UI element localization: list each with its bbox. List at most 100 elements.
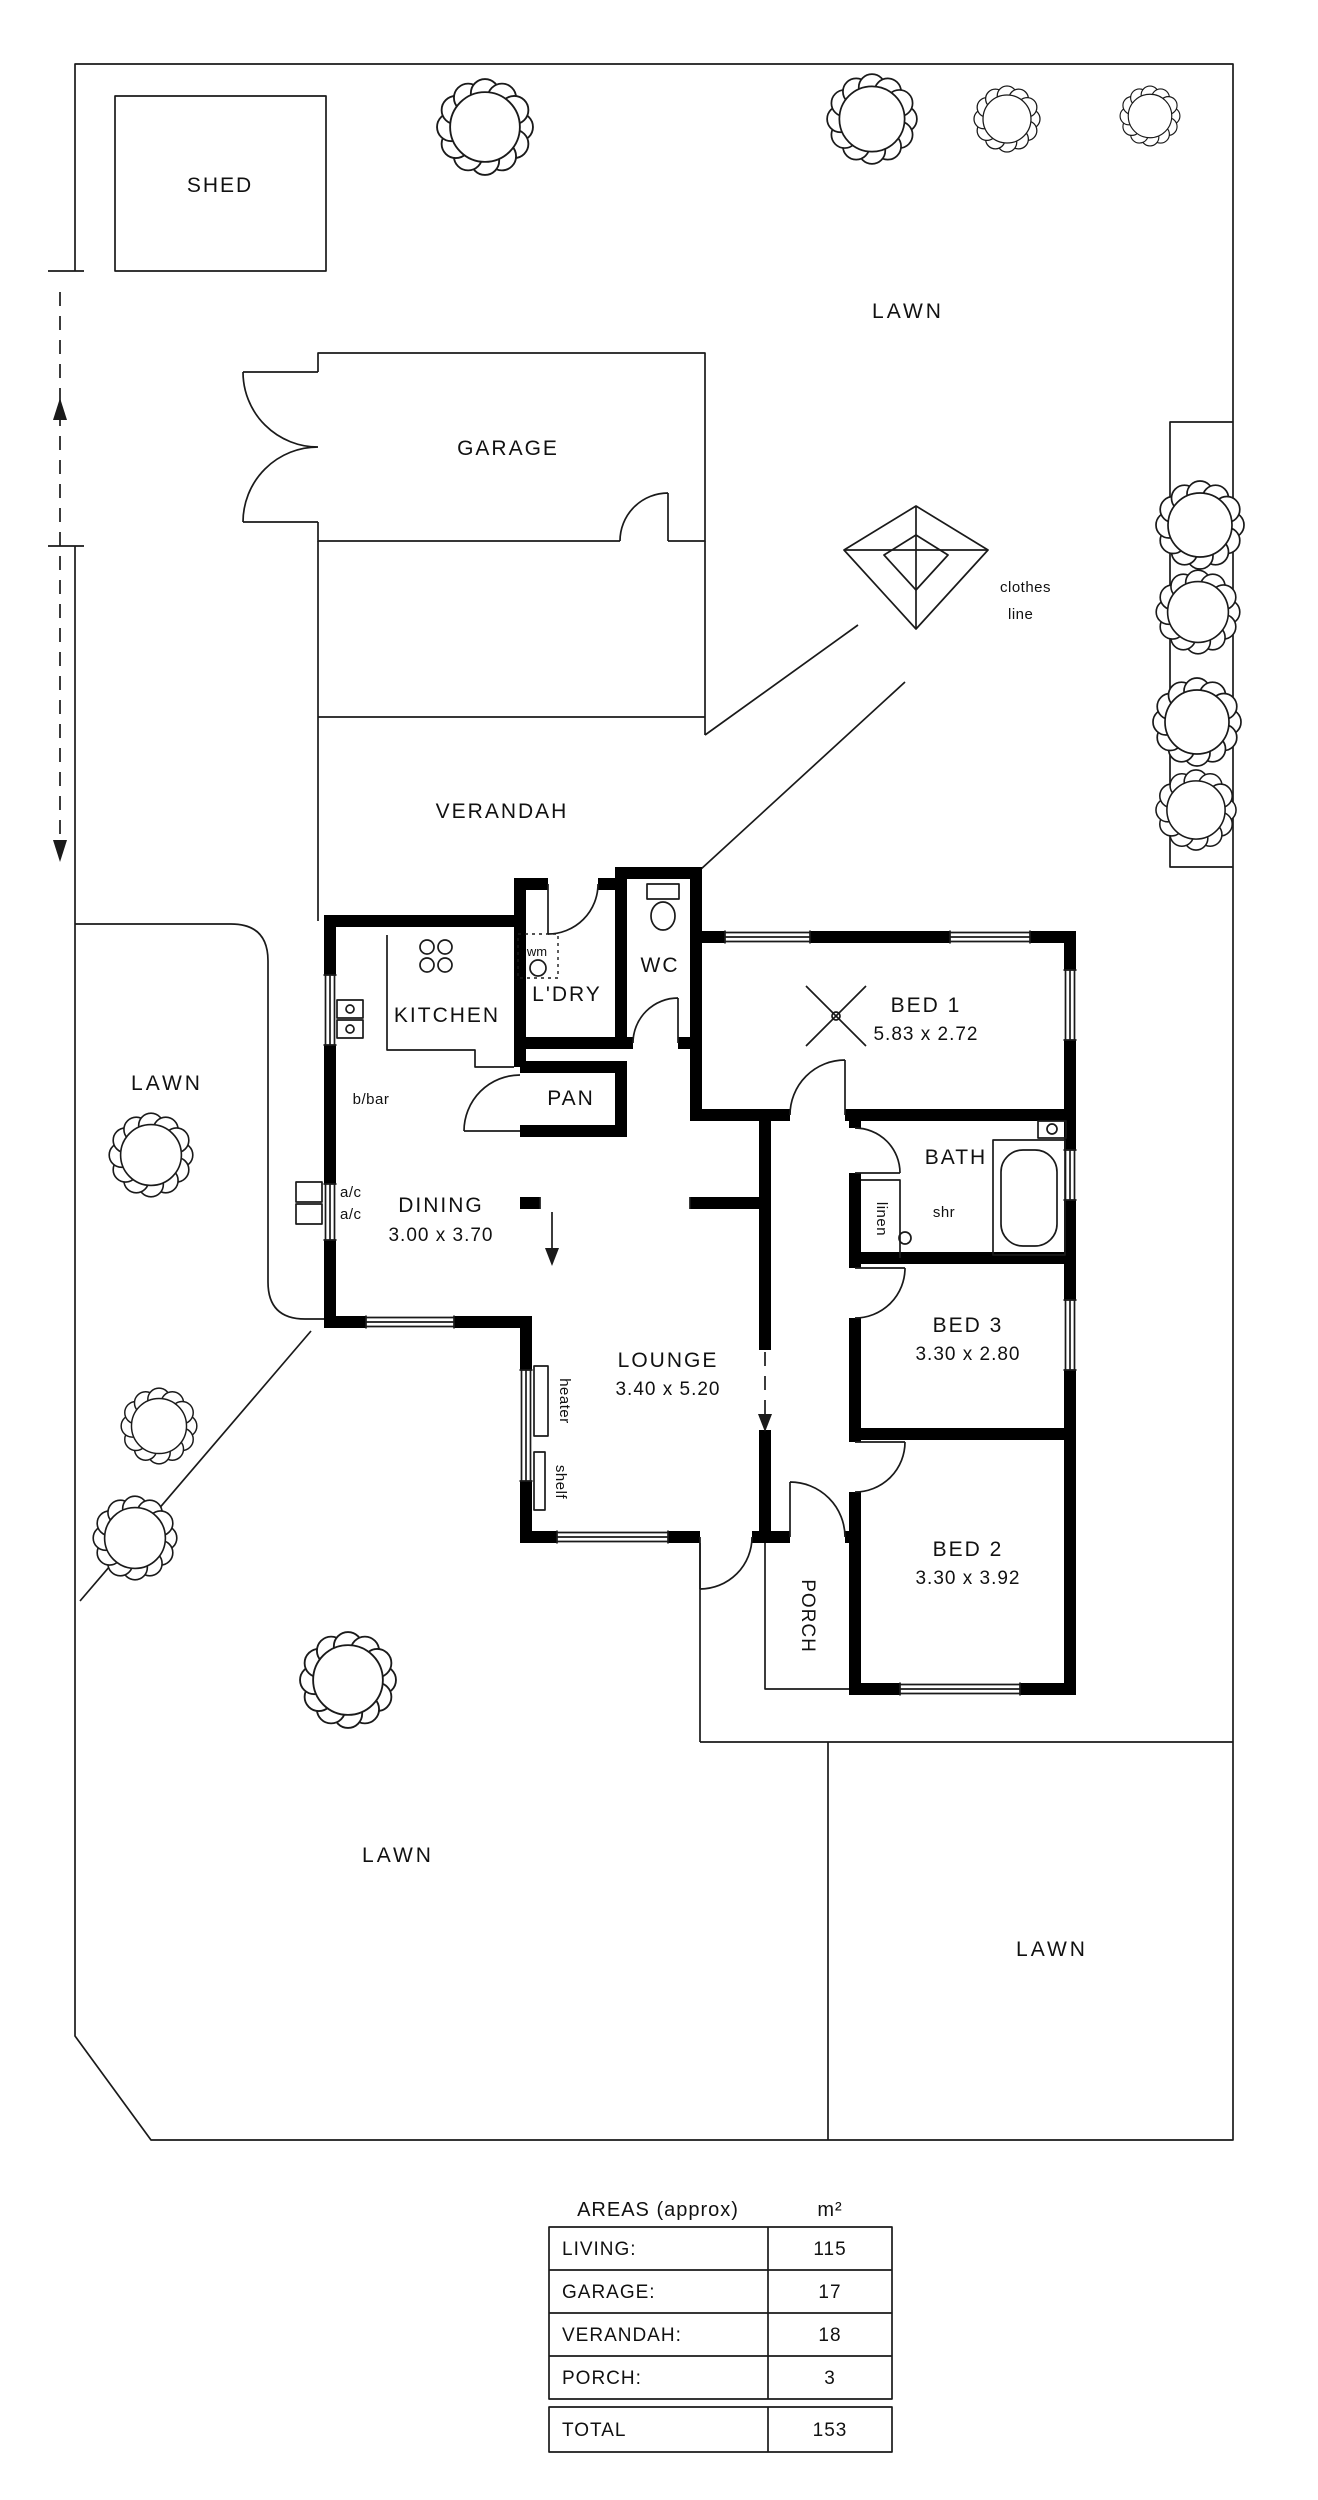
- washing-machine-label: wm: [526, 944, 547, 959]
- opening-jambs: [539, 1197, 691, 1209]
- kitchen-bench: [386, 935, 514, 1068]
- front-door: [789, 1481, 846, 1538]
- table-row-label: PORCH:: [562, 2368, 642, 2389]
- clothes-line-label-2: line: [1008, 606, 1033, 623]
- tree-icon: [436, 78, 534, 176]
- tree-icon: [92, 1495, 178, 1581]
- window: [899, 1682, 1021, 1696]
- table-row-value: 17: [818, 2282, 841, 2303]
- clothes-line-label-1: clothes: [1000, 579, 1051, 596]
- tree-icon: [1152, 677, 1242, 767]
- bed2-door: [854, 1441, 906, 1493]
- bed2-label: BED 2: [933, 1538, 1004, 1561]
- table-total-value: 153: [813, 2420, 848, 2441]
- tree-icon: [1155, 769, 1237, 851]
- wc-door: [632, 997, 679, 1044]
- left-lawn-outline: [75, 923, 330, 1320]
- tree-icon: [1155, 569, 1241, 655]
- boundary-line: [74, 63, 1234, 2141]
- ceiling-fan-icon: [805, 985, 867, 1047]
- pantry-door: [463, 1074, 521, 1132]
- arrow-down-icon: [53, 840, 67, 862]
- window: [1063, 1299, 1077, 1371]
- tree-icon: [1119, 85, 1181, 147]
- table-row-value: 18: [818, 2325, 841, 2346]
- window: [323, 974, 337, 1046]
- areas-table-grid: [549, 2227, 892, 2399]
- window: [556, 1530, 669, 1544]
- tree-icon: [826, 73, 918, 165]
- lawn-label-mid-left: LAWN: [131, 1072, 203, 1095]
- sink-icon: [336, 999, 364, 1039]
- garage-outline: [243, 352, 706, 542]
- dining-label: DINING: [398, 1194, 484, 1217]
- dining-dims: 3.00 x 3.70: [388, 1225, 493, 1246]
- laundry-door: [547, 883, 599, 935]
- tree-icon: [299, 1631, 397, 1729]
- heater-label: heater: [556, 1378, 573, 1424]
- garage-label: GARAGE: [457, 437, 559, 460]
- linen-closet: [861, 1179, 901, 1258]
- stove-icon: [419, 939, 453, 973]
- tree-icon: [108, 1112, 194, 1198]
- bed1-door: [789, 1059, 846, 1116]
- porch-label: PORCH: [797, 1579, 818, 1653]
- shower-icon: [898, 1231, 912, 1245]
- ac-unit-icon: [295, 1181, 323, 1225]
- vanity-basin-icon: [1037, 1120, 1067, 1139]
- right-garden-strip: [1169, 421, 1233, 868]
- pantry-label: PAN: [547, 1087, 595, 1110]
- lawn-labels: LAWN LAWN LAWN LAWN: [131, 300, 1088, 1961]
- clothes-line: clothes line: [843, 505, 1051, 630]
- areas-table-title: AREAS (approx): [577, 2199, 739, 2221]
- house-walls: [324, 867, 1076, 1695]
- fixtures: [295, 883, 1067, 1511]
- paving-edge-south: [699, 1543, 1233, 2140]
- verandah-label: VERANDAH: [436, 800, 569, 823]
- table-row-label: GARAGE:: [562, 2282, 656, 2303]
- bed1-label: BED 1: [891, 994, 962, 1017]
- bath-door: [854, 1127, 901, 1174]
- table-total-label: TOTAL: [562, 2420, 626, 2441]
- bed3-dims: 3.30 x 2.80: [915, 1344, 1020, 1365]
- table-row-label: VERANDAH:: [562, 2325, 682, 2346]
- lawn-label-bottom-left: LAWN: [362, 1844, 434, 1867]
- lawn-label-top-right: LAWN: [872, 300, 944, 323]
- areas-table: AREAS (approx) m² LIVING: 115 GARAGE: 17…: [548, 2199, 893, 2453]
- shelf-label: shelf: [552, 1465, 569, 1500]
- interior-walls: [514, 878, 1076, 1543]
- bed3-door: [854, 1267, 906, 1319]
- tree-icon: [120, 1387, 198, 1465]
- linen-label: linen: [873, 1202, 890, 1236]
- lounge-label: LOUNGE: [618, 1349, 719, 1372]
- clothes-hoist-inner: [883, 534, 949, 591]
- lounge-dims: 3.40 x 5.20: [615, 1379, 720, 1400]
- room-labels: KITCHEN b/bar L'DRY wm WC PAN BED 1 5.83…: [340, 800, 1020, 1653]
- lounge-external-door: [699, 1536, 753, 1590]
- ac-label-1: a/c: [340, 1184, 362, 1201]
- washing-machine-icon: [517, 933, 559, 979]
- lawn-label-bottom-right: LAWN: [1016, 1938, 1088, 1961]
- verandah-outline: [317, 541, 706, 921]
- window: [724, 930, 811, 944]
- areas-table-unit: m²: [817, 2199, 842, 2221]
- tree-icon: [973, 85, 1041, 153]
- clothesline-path: [699, 624, 906, 871]
- doors: [463, 883, 906, 1590]
- bed3-label: BED 3: [933, 1314, 1004, 1337]
- table-row-value: 3: [824, 2368, 836, 2389]
- bed1-dims: 5.83 x 2.72: [873, 1024, 978, 1045]
- porch-slab-outline: [764, 1543, 849, 1690]
- windows: [323, 930, 1077, 1696]
- clothes-hoist-cross: [844, 506, 988, 629]
- bathtub-icon: [992, 1139, 1066, 1256]
- arrow-up-icon: [53, 398, 67, 420]
- ac-label-2: a/c: [340, 1206, 362, 1223]
- heater-icon: [533, 1365, 549, 1437]
- shed: SHED: [114, 95, 327, 272]
- window: [365, 1315, 455, 1329]
- window: [323, 1183, 337, 1241]
- shed-label: SHED: [187, 174, 253, 197]
- hall-opening-arrow: [758, 1352, 772, 1432]
